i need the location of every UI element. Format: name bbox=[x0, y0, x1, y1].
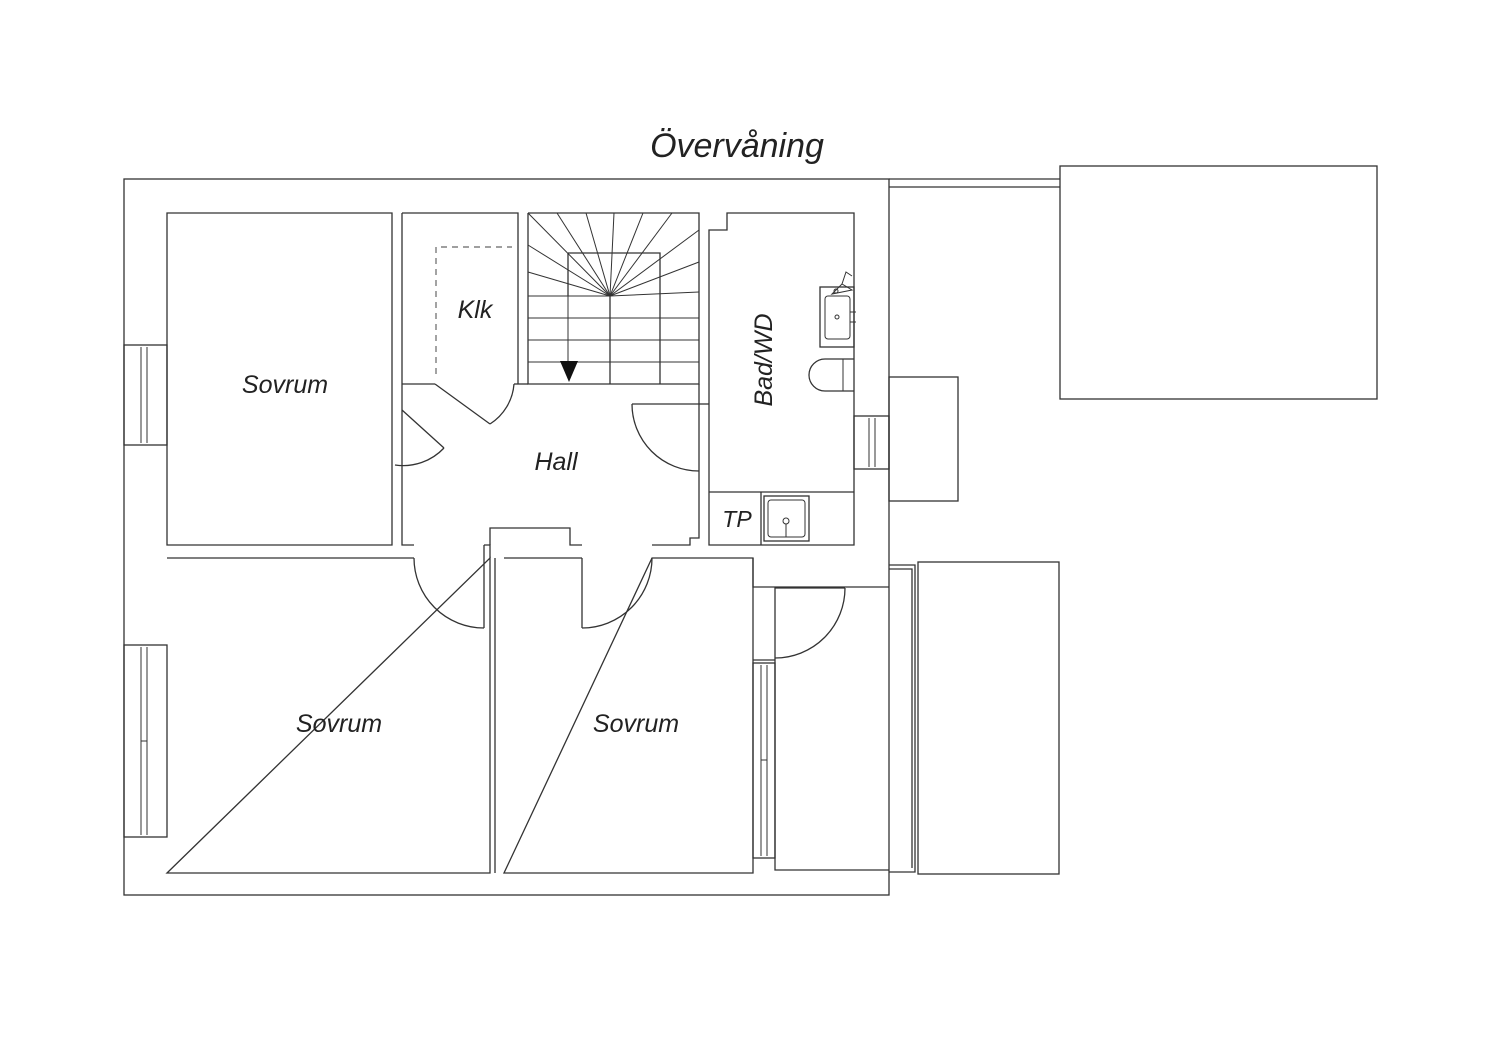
room-label-bathroom: Bad/WD bbox=[750, 313, 778, 406]
room-label-hall: Hall bbox=[534, 448, 579, 476]
stair-down-arrow-icon bbox=[560, 361, 578, 382]
floor-title: Övervåning bbox=[650, 127, 824, 165]
balcony-connector bbox=[889, 178, 1060, 188]
room-label-laundry: TP bbox=[722, 506, 752, 532]
room-label-bedroom-3: Sovrum bbox=[593, 710, 679, 738]
outer-wall bbox=[123, 178, 890, 896]
door-bedroom-top-left[interactable] bbox=[394, 409, 445, 467]
laundry-sink-icon bbox=[763, 495, 810, 542]
closet-walls bbox=[401, 212, 519, 425]
window-bathroom bbox=[853, 415, 890, 470]
staircase bbox=[527, 212, 700, 385]
door-corridor[interactable] bbox=[774, 587, 846, 659]
toilet-icon bbox=[808, 358, 854, 392]
chimney-box bbox=[888, 376, 959, 502]
washbasin-icon bbox=[819, 286, 856, 348]
bedroom-bottom-left-walls bbox=[165, 556, 491, 874]
window-corridor bbox=[752, 662, 776, 859]
corridor-walls bbox=[752, 558, 889, 871]
room-label-bedroom-1: Sovrum bbox=[242, 371, 328, 399]
window-left-top bbox=[123, 344, 168, 446]
room-label-closet: Klk bbox=[458, 296, 494, 324]
terrace bbox=[889, 561, 1060, 875]
door-bathroom[interactable] bbox=[631, 403, 700, 472]
faucet-icon bbox=[830, 271, 854, 295]
bedroom-bottom-middle-walls bbox=[494, 557, 754, 874]
door-bedroom-bottom-middle[interactable] bbox=[581, 557, 653, 629]
bathroom-walls bbox=[699, 212, 855, 546]
hall-walls bbox=[401, 383, 700, 558]
balcony bbox=[1059, 165, 1378, 400]
window-left-bottom bbox=[123, 644, 168, 838]
room-label-bedroom-2: Sovrum bbox=[296, 710, 382, 738]
door-bedroom-bottom-left[interactable] bbox=[413, 545, 485, 629]
